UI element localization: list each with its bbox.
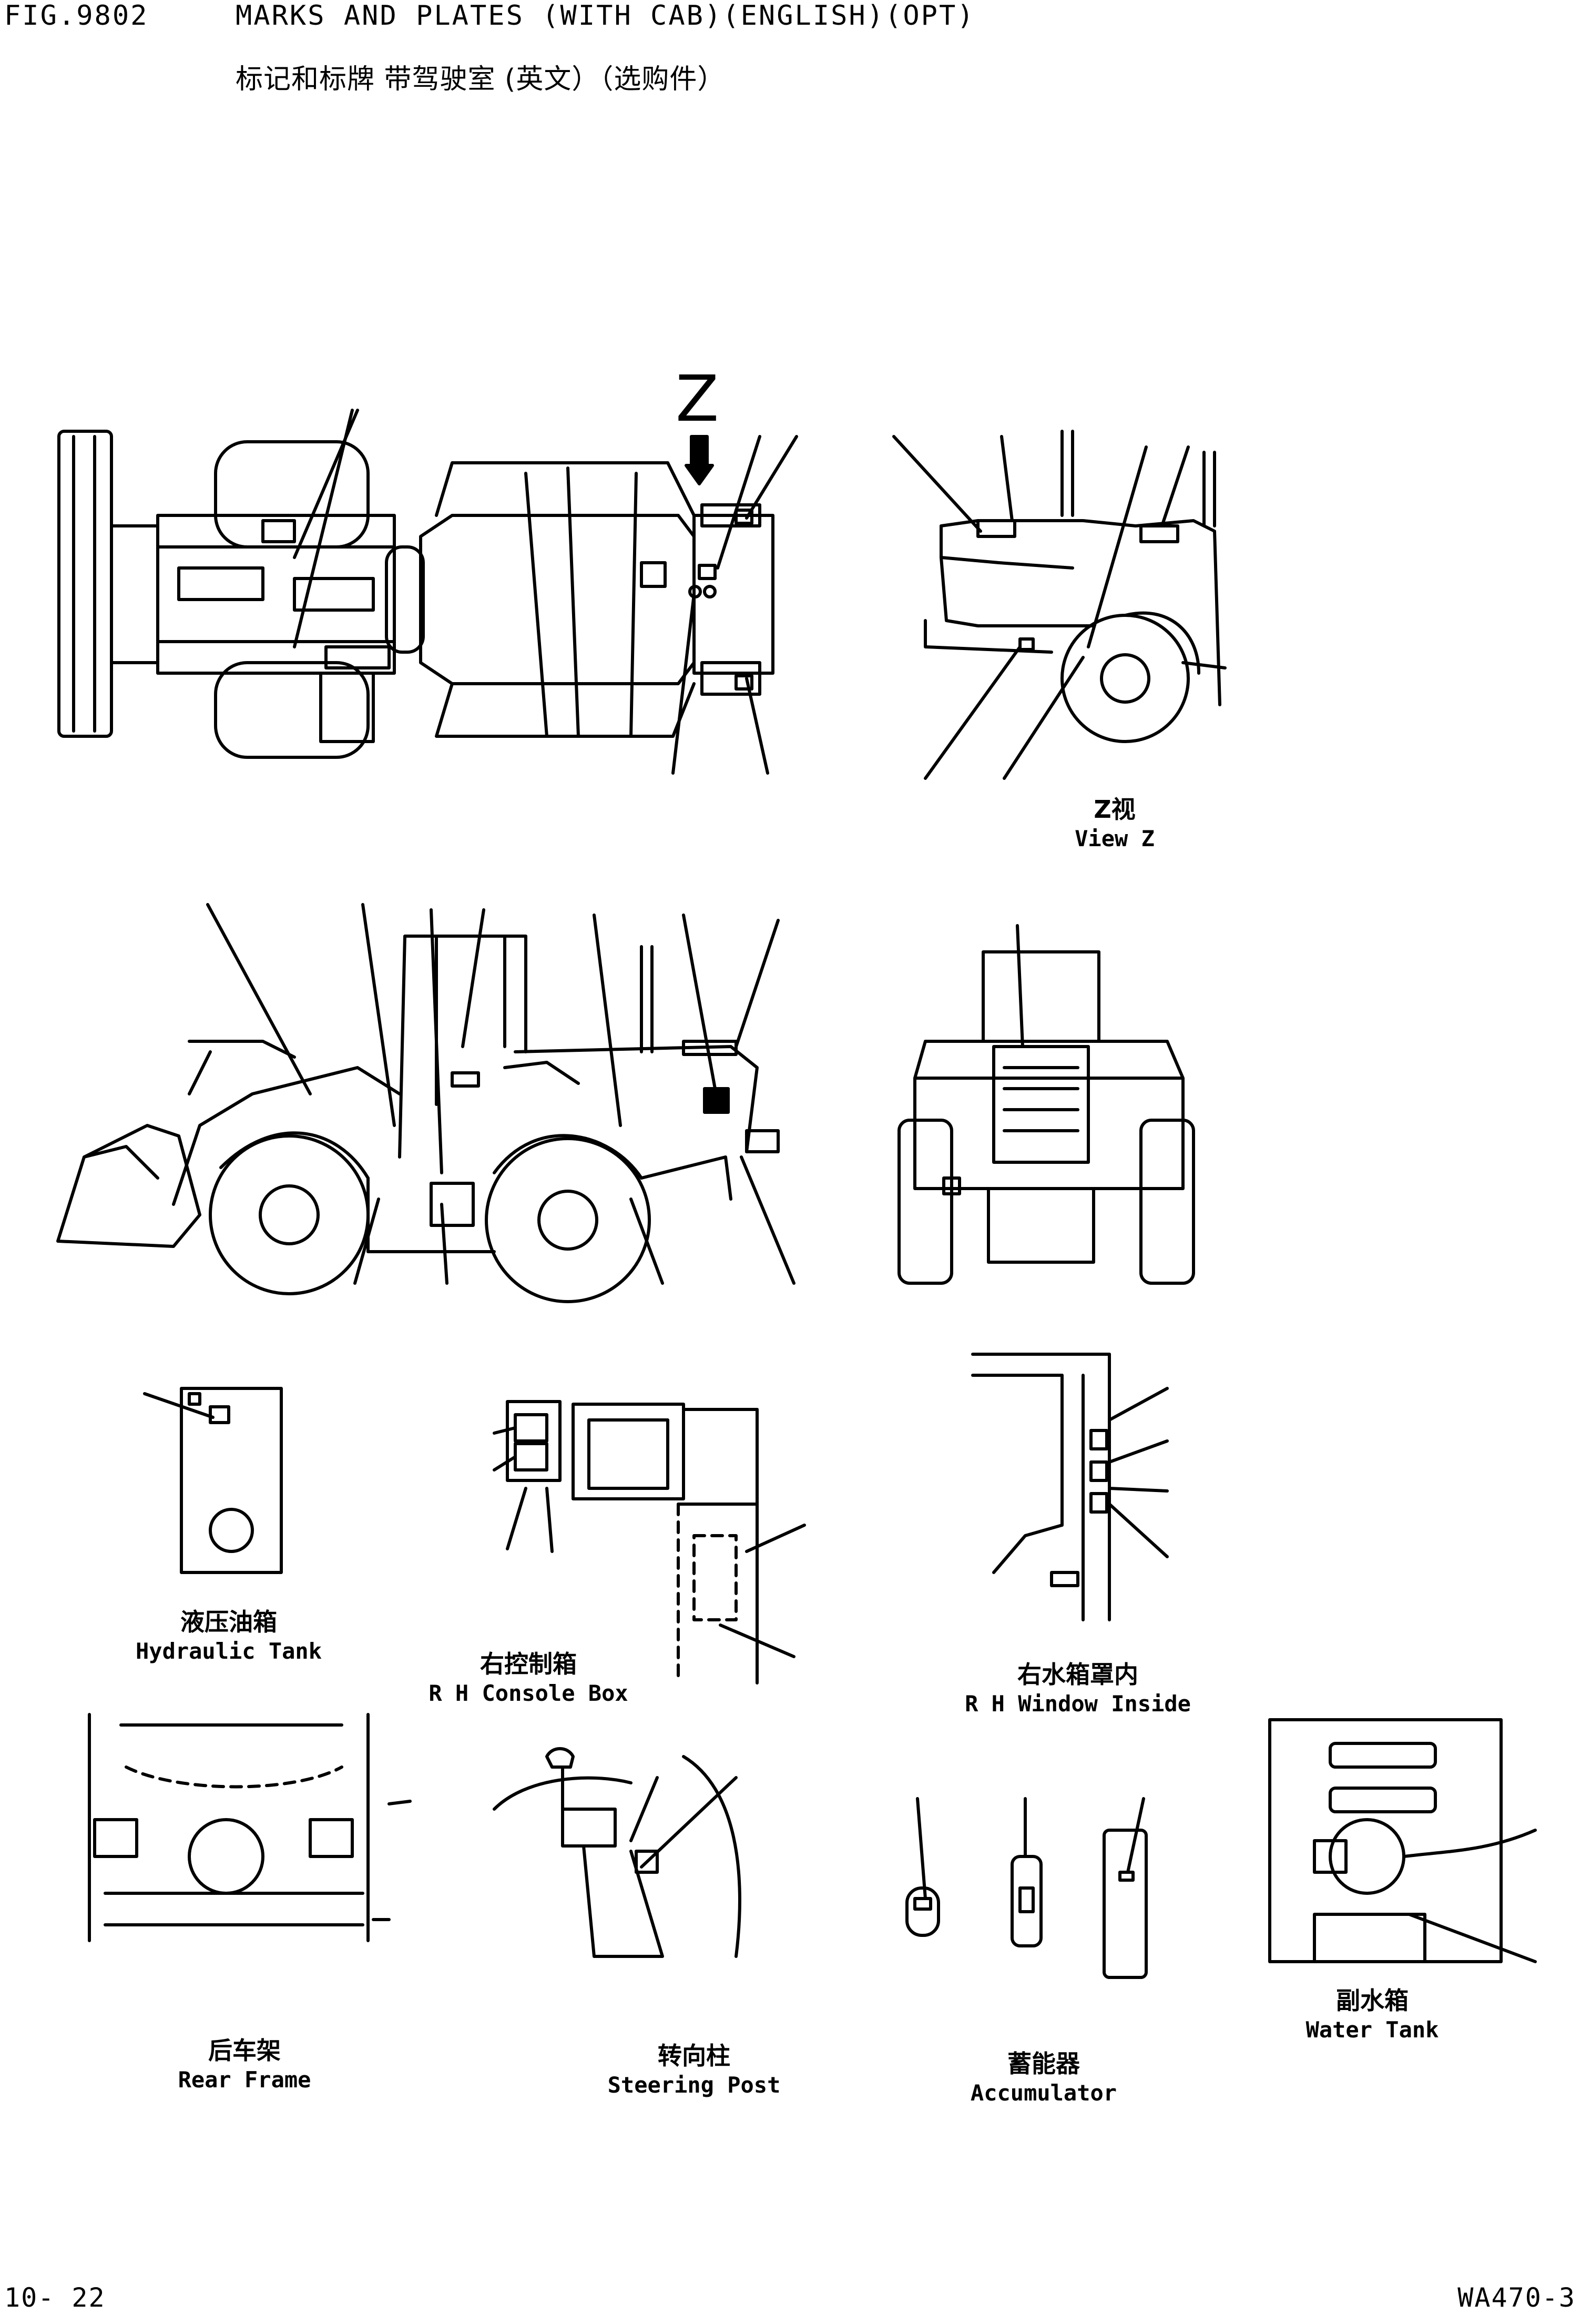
hydraulic-tank-drawing — [143, 1387, 283, 1574]
water-tank-drawing — [1268, 1718, 1537, 1963]
caption-accumulator: 蓄能器 Accumulator — [971, 2048, 1117, 2107]
caption-window-inside: 右水箱罩内 R H Window Inside — [965, 1659, 1191, 1718]
view-z-drawing — [892, 430, 1227, 780]
caption-rear-frame: 后车架 Rear Frame — [178, 2035, 311, 2094]
caption-console-box-zh: 右控制箱 — [480, 1650, 577, 1678]
rear-frame-drawing — [88, 1713, 412, 1942]
caption-console-box-en: R H Console Box — [429, 1680, 628, 1706]
view-z-marker: Z — [676, 363, 719, 436]
caption-water-tank-zh: 副水箱 — [1336, 1986, 1409, 2015]
caption-hydraulic-tank-en: Hydraulic Tank — [135, 1638, 322, 1664]
caption-rear-frame-zh: 后车架 — [208, 2036, 281, 2065]
page-number: 10- 22 — [4, 2282, 106, 2313]
accumulator-drawing — [905, 1797, 1148, 1979]
figure-number: FIG.9802 — [4, 0, 149, 32]
caption-view-z-en: View Z — [1075, 826, 1155, 851]
steering-post-drawing — [493, 1747, 741, 1958]
side-view-machine — [56, 903, 795, 1303]
caption-rear-frame-en: Rear Frame — [178, 2067, 311, 2093]
rear-view-machine — [897, 924, 1195, 1285]
caption-accumulator-en: Accumulator — [970, 2080, 1117, 2106]
caption-water-tank-en: Water Tank — [1305, 2017, 1439, 2043]
caption-console-box: 右控制箱 R H Console Box — [429, 1649, 628, 1708]
caption-steering-post-en: Steering Post — [607, 2072, 781, 2098]
caption-steering-post: 转向柱 Steering Post — [608, 2041, 781, 2099]
top-view-machine — [57, 409, 798, 775]
caption-window-inside-zh: 右水箱罩内 — [1017, 1660, 1138, 1689]
figure-title-en: MARKS AND PLATES (WITH CAB)(ENGLISH)(OPT… — [236, 0, 975, 32]
model-number: WA470-3 — [1457, 2282, 1576, 2313]
caption-water-tank: 副水箱 Water Tank — [1306, 1985, 1439, 2044]
caption-view-z-zh: Z视 — [1094, 795, 1136, 824]
caption-accumulator-zh: 蓄能器 — [1007, 2049, 1080, 2078]
caption-steering-post-zh: 转向柱 — [657, 2042, 730, 2070]
figure-title-zh: 标记和标牌 带驾驶室 (英文）（选购件） — [236, 64, 726, 95]
caption-hydraulic-tank-zh: 液压油箱 — [180, 1608, 277, 1636]
caption-view-z: Z视 View Z — [1075, 794, 1155, 853]
caption-hydraulic-tank: 液压油箱 Hydraulic Tank — [136, 1607, 322, 1666]
caption-window-inside-en: R H Window Inside — [965, 1691, 1191, 1717]
console-box-drawing — [493, 1400, 806, 1684]
window-inside-drawing — [971, 1353, 1169, 1621]
